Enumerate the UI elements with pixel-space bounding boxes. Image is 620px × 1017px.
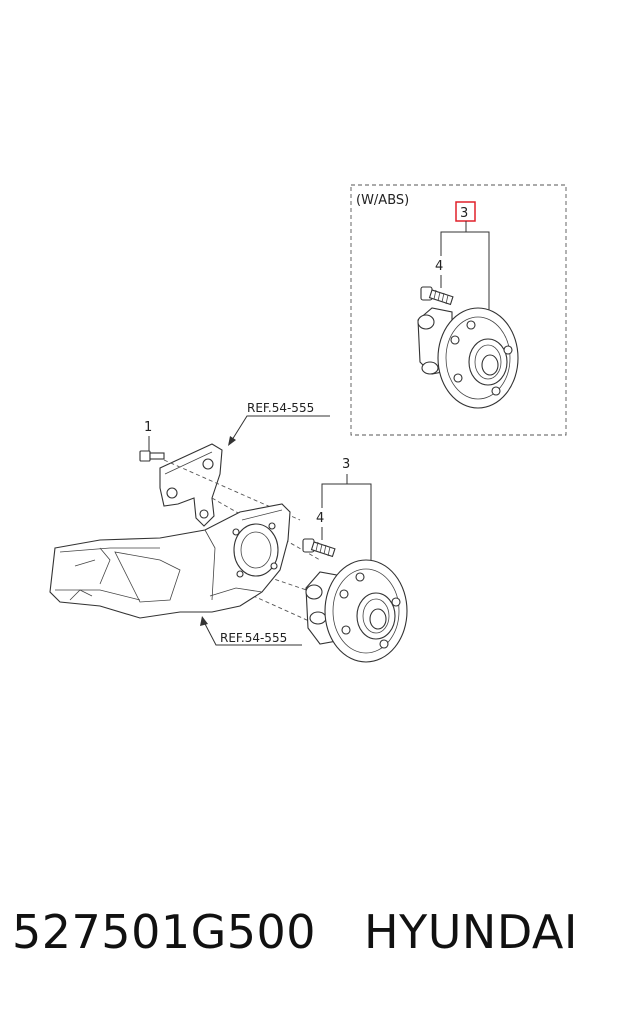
ref-label-upper[interactable]: REF.54-555 [247,401,314,415]
mounting-bolt [139,450,165,462]
part-number: 527501G500 [12,905,317,959]
wheel-hub-bearing[interactable] [305,559,408,663]
wheel-hub-bearing-abs [417,307,519,409]
wheel-stud [302,538,336,558]
wheel-stud-abs [420,286,454,306]
mounting-bracket [159,443,223,527]
rear-torsion-beam [49,503,291,619]
brand-name: HYUNDAI [364,905,578,959]
callout-item-4[interactable]: 4 [316,511,324,526]
callout-item-3[interactable]: 3 [342,457,350,472]
part-caption: 527501G500 HYUNDAI [12,905,612,959]
callout-item-4-abs[interactable]: 4 [435,259,443,274]
abs-label: (W/ABS) [356,193,409,208]
abs-variant-box: (W/ABS) 3 4 [350,184,567,436]
ref-label-lower[interactable]: REF.54-555 [220,631,287,645]
callout-item-1[interactable]: 1 [144,420,152,435]
callout-item-3-abs[interactable]: 3 [460,206,468,221]
